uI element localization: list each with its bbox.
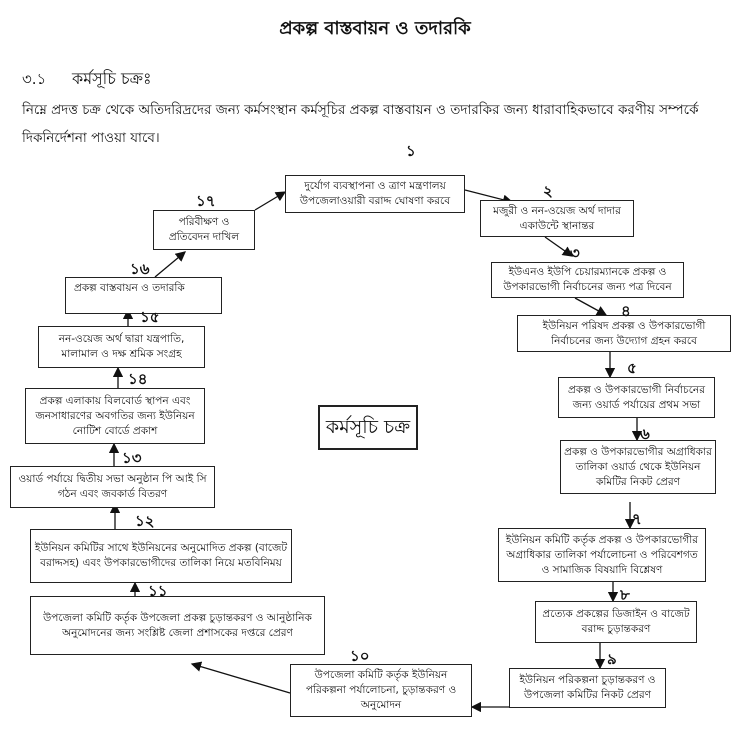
step-text: মজুরী ও নন-ওয়েজ অর্থ দাদার একাউন্টে স্থ…	[493, 204, 621, 232]
step-text: ইউনিয়ন পরিকল্পনা চুড়ান্তকরণ ও উপজেলা ক…	[519, 674, 656, 701]
step-text: ইউনিয়ন কমিটির সাথে ইউনিয়নের অনুমোদিত প…	[34, 542, 288, 569]
step-text: ওয়ার্ড পর্যায়ে দ্বিতীয় সভা অনুষ্ঠান প…	[18, 473, 207, 500]
step-box-7: ইউনিয়ন কমিটি কর্তৃক প্রকল্প ও উপকারভোগী…	[498, 528, 706, 582]
step-number-11: ১১	[148, 582, 168, 600]
page-title: প্রকল্প বাস্তবায়ন ও তদারকি	[279, 18, 471, 39]
step-text: প্রকল্প ও উপকারভোগীর অগ্রাধিকার তালিকা ও…	[564, 445, 712, 488]
step-number-7: ৭	[632, 510, 642, 528]
arrow-3-4	[574, 297, 608, 316]
section-number: ৩.১	[22, 70, 47, 88]
step-text: প্রত্যেক প্রকল্পের ডিজাইন ও বাজেট বরাদ্দ…	[542, 608, 690, 635]
step-number-10: ১০	[350, 647, 370, 665]
step-box-8: প্রত্যেক প্রকল্পের ডিজাইন ও বাজেট বরাদ্দ…	[535, 601, 697, 643]
step-box-16: প্রকল্প বাস্তবায়ন ও তদারকি	[65, 277, 222, 314]
step-text: নন-ওয়েজ অর্থ দ্বারা যন্ত্রপাতি, মালামাল…	[58, 333, 185, 360]
step-number-2: ২	[543, 182, 553, 200]
step-number-13: ১৩	[122, 449, 142, 467]
step-box-2: মজুরী ও নন-ওয়েজ অর্থ দাদার একাউন্টে স্থ…	[480, 200, 634, 237]
step-number-3: ৩	[570, 244, 580, 262]
center-label: কর্মসূচি চক্র	[325, 416, 411, 438]
step-box-4: ইউনিয়ন পরিষদ প্রকল্প ও উপকারভোগী নির্বা…	[517, 315, 731, 352]
step-number-5: ৫	[627, 359, 637, 377]
step-text: ইউনিয়ন পরিষদ প্রকল্প ও উপকারভোগী নির্বা…	[542, 319, 706, 347]
step-number-12: ১২	[135, 512, 155, 530]
arrow-16-17	[154, 251, 186, 278]
step-number-4: ৪	[621, 302, 631, 320]
step-box-17: পরিবীক্ষণ ও প্রতিবেদন দাখিল	[153, 210, 255, 250]
step-box-10: উপজেলা কমিটি কর্তৃক ইউনিয়ন পরিকল্পনা পর…	[290, 664, 472, 717]
arrow-2-3	[544, 236, 574, 257]
step-number-17: ১৭	[196, 192, 216, 210]
step-number-1: ১	[406, 142, 416, 160]
step-box-3: ইউএনও ইউপি চেয়ারম্যানকে প্রকল্প ও উপকার…	[491, 262, 684, 298]
section-title: কর্মসূচি চক্রঃ	[72, 69, 152, 88]
step-text: প্রকল্প ও উপকারভোগী নির্বাচনের জন্য ওয়া…	[568, 383, 705, 411]
step-text: দুর্যোগ ব্যবস্থাপনা ও ত্রাণ মন্ত্রণালয় …	[299, 180, 451, 207]
step-text: পরিবীক্ষণ ও প্রতিবেদন দাখিল	[168, 216, 240, 243]
step-box-1: দুর্যোগ ব্যবস্থাপনা ও ত্রাণ মন্ত্রণালয় …	[285, 175, 465, 213]
step-text: ইউনিয়ন কমিটি কর্তৃক প্রকল্প ও উপকারভোগী…	[505, 533, 699, 576]
step-number-15: ১৫	[140, 308, 160, 326]
step-box-6: প্রকল্প ও উপকারভোগীর অগ্রাধিকার তালিকা ও…	[560, 440, 716, 494]
step-box-5: প্রকল্প ও উপকারভোগী নির্বাচনের জন্য ওয়া…	[558, 377, 715, 418]
step-text: প্রকল্প এলাকায় বিলবোর্ড স্থাপন এবং জনসা…	[35, 394, 195, 437]
intro-paragraph: নিম্নে প্রদত্ত চক্র থেকে অতিদরিদ্রদের জন…	[22, 102, 699, 146]
step-text: ইউএনও ইউপি চেয়ারম্যানকে প্রকল্প ও উপকার…	[503, 266, 672, 293]
step-box-14: প্রকল্প এলাকায় বিলবোর্ড স্থাপন এবং জনসা…	[25, 388, 205, 444]
arrow-10-11	[190, 661, 291, 694]
step-text: উপজেলা কমিটি কর্তৃক উপজেলা প্রকল্প চুড়া…	[43, 611, 312, 639]
step-box-9: ইউনিয়ন পরিকল্পনা চুড়ান্তকরণ ও উপজেলা ক…	[509, 668, 666, 708]
step-text: উপজেলা কমিটি কর্তৃক ইউনিয়ন পরিকল্পনা পর…	[305, 669, 457, 711]
step-number-9: ৯	[607, 650, 617, 668]
step-number-16: ১৬	[130, 260, 150, 278]
center-label-box: কর্মসূচি চক্র	[318, 405, 418, 450]
step-number-14: ১৪	[128, 370, 148, 388]
step-box-12: ইউনিয়ন কমিটির সাথে ইউনিয়নের অনুমোদিত প…	[30, 529, 292, 583]
step-text: প্রকল্প বাস্তবায়ন ও তদারকি	[74, 282, 185, 294]
step-box-15: নন-ওয়েজ অর্থ দ্বারা যন্ত্রপাতি, মালামাল…	[38, 326, 205, 368]
arrow-17-1	[254, 191, 287, 211]
step-number-6: ৬	[640, 425, 650, 443]
step-number-8: ৮	[620, 586, 630, 604]
step-box-13: ওয়ার্ড পর্যায়ে দ্বিতীয় সভা অনুষ্ঠান প…	[10, 466, 215, 508]
step-box-11: উপজেলা কমিটি কর্তৃক উপজেলা প্রকল্প চুড়া…	[30, 596, 325, 655]
